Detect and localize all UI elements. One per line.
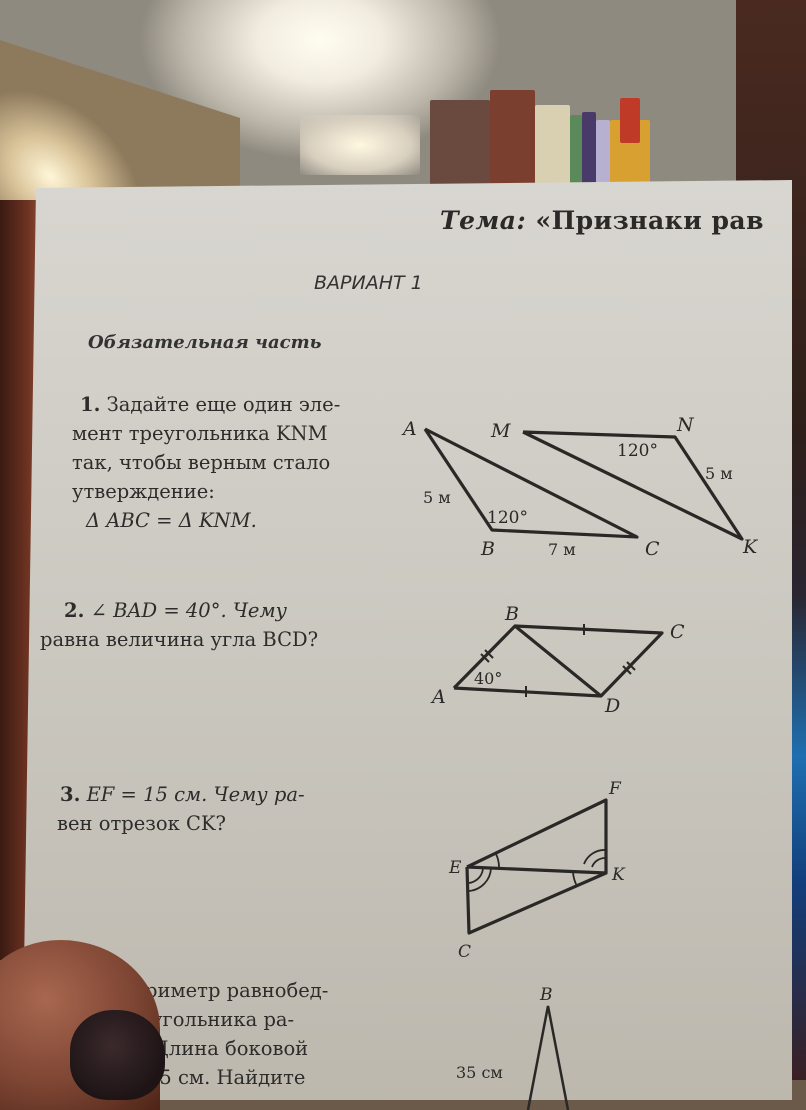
photo-background <box>0 0 806 1080</box>
topic-label: Тема: <box>440 206 527 235</box>
question-line: ∠ BAD = 40°. Чему <box>90 599 287 622</box>
vertex-label: K <box>611 865 626 885</box>
section-heading: Обязательная часть <box>88 332 322 353</box>
question-line: вен отрезок CK? <box>57 812 226 835</box>
vertex-label: N <box>676 414 695 436</box>
side-length: 7 м <box>548 540 576 559</box>
question-line: мент треугольника KNM <box>72 422 328 445</box>
question-line: Длина боковой <box>153 1037 309 1060</box>
question-3: 3. EF = 15 см. Чему ра- вен отрезок CK? <box>57 780 305 838</box>
vertex-label: B <box>504 603 519 625</box>
vertex-label: B <box>539 985 553 1005</box>
side-length: 35 см <box>456 1063 503 1082</box>
side-length: 5 м <box>423 488 451 507</box>
question-1: 1. Задайте еще один эле- мент треугольни… <box>72 390 367 535</box>
vertex-label: E <box>448 858 462 878</box>
bookshelf <box>420 80 720 190</box>
variant-heading: ВАРИАНТ 1 <box>314 272 423 294</box>
question-number: 2. <box>64 599 85 622</box>
figure-parallelogram-abcd: A B C D 40° <box>430 603 685 717</box>
topic-title: Тема: «Признаки рав <box>440 206 764 235</box>
question-number: 3. <box>60 783 81 806</box>
question-line: EF = 15 см. Чему ра- <box>86 783 305 806</box>
vertex-label: C <box>645 538 660 560</box>
figure-quadrilateral-efkc: F E K C <box>448 779 626 962</box>
question-line: риметр равнобед- <box>145 979 329 1002</box>
side-length: 5 м <box>705 464 733 483</box>
vertex-label: M <box>490 420 511 442</box>
worksheet-page <box>22 180 792 1100</box>
angle-label: 120° <box>487 508 528 528</box>
question-line: равна величина угла BCD? <box>40 628 319 651</box>
figure-isosceles-triangle: B 35 см <box>456 985 570 1110</box>
question-line: утверждение: <box>72 480 215 503</box>
question-line: так, чтобы верным стало <box>72 451 331 474</box>
vertex-label: B <box>480 538 495 560</box>
angle-label: 120° <box>617 441 658 461</box>
figure-triangles-abc-knm: A B C M N K 5 м 7 м 120° 120° 5 м <box>401 414 759 560</box>
question-line: Задайте еще один эле- <box>106 393 341 416</box>
topic-text: «Признаки рав <box>535 206 764 235</box>
angle-label: 40° <box>474 669 502 688</box>
question-statement: Δ ABC = Δ KNM. <box>86 509 257 532</box>
question-line: угольника ра- <box>151 1008 295 1031</box>
question-line: 35 см. Найдите <box>147 1066 306 1089</box>
vertex-label: K <box>742 536 759 558</box>
vertex-label: C <box>458 942 471 962</box>
vertex-label: F <box>608 779 622 799</box>
vertex-label: C <box>670 621 685 643</box>
vertex-label: D <box>604 695 620 717</box>
question-2: 2. ∠ BAD = 40°. Чему равна величина угла… <box>40 596 318 654</box>
vertex-label: A <box>430 686 446 708</box>
vertex-label: A <box>401 418 417 440</box>
lamp-glow <box>300 115 420 175</box>
question-number: 1. <box>80 393 101 416</box>
fingernail <box>70 1010 165 1100</box>
